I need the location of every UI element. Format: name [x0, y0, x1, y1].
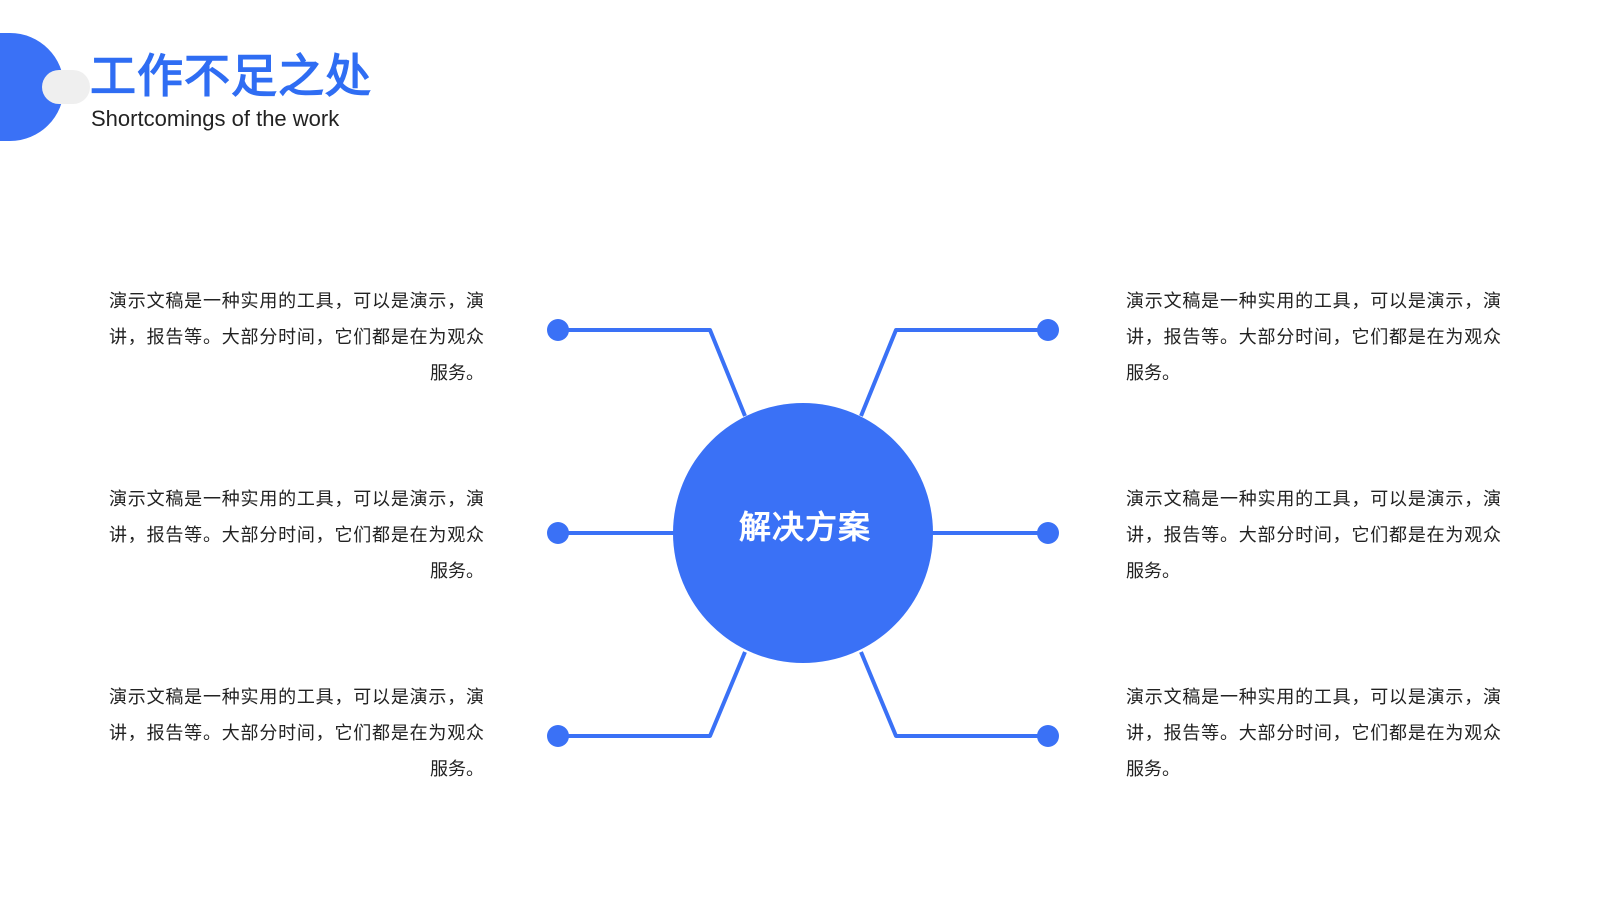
connector-bottom-left — [558, 651, 747, 738]
node-dot-bottom-left — [547, 725, 569, 747]
node-dot-top-right — [1037, 319, 1059, 341]
node-dot-bottom-right — [1037, 725, 1059, 747]
connector-top-right — [859, 328, 1048, 417]
center-circle — [673, 403, 933, 663]
text-block-mid-left: 演示文稿是一种实用的工具，可以是演示，演讲，报告等。大部分时间，它们都是在为观众… — [109, 489, 484, 582]
corner-dot-decoration — [42, 70, 90, 104]
text-block-bottom-right: 演示文稿是一种实用的工具，可以是演示，演讲，报告等。大部分时间，它们都是在为观众… — [1126, 687, 1501, 780]
node-dot-top-left — [547, 319, 569, 341]
page-subtitle: Shortcomings of the work — [91, 106, 340, 131]
node-dot-mid-right — [1037, 522, 1059, 544]
connector-bottom-right — [859, 651, 1048, 738]
text-block-top-right: 演示文稿是一种实用的工具，可以是演示，演讲，报告等。大部分时间，它们都是在为观众… — [1126, 291, 1501, 384]
text-block-mid-right: 演示文稿是一种实用的工具，可以是演示，演讲，报告等。大部分时间，它们都是在为观众… — [1126, 489, 1501, 582]
text-block-top-left: 演示文稿是一种实用的工具，可以是演示，演讲，报告等。大部分时间，它们都是在为观众… — [109, 291, 484, 384]
node-dot-mid-left — [547, 522, 569, 544]
text-block-bottom-left: 演示文稿是一种实用的工具，可以是演示，演讲，报告等。大部分时间，它们都是在为观众… — [109, 687, 484, 780]
page-title: 工作不足之处 — [90, 49, 372, 103]
connector-top-left — [558, 328, 747, 417]
center-label: 解决方案 — [738, 508, 871, 546]
